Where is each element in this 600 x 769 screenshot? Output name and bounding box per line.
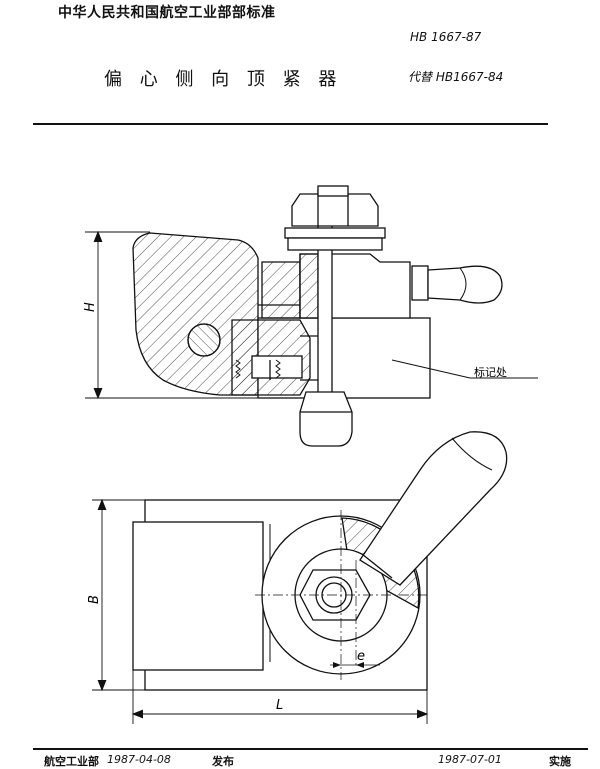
jaw-top	[132, 521, 264, 671]
header-rule	[33, 123, 548, 125]
dimension-l-label: L	[276, 698, 283, 713]
dimension-h	[85, 230, 258, 400]
dimension-b	[92, 498, 145, 692]
hex-nut	[291, 193, 379, 227]
washer-top	[284, 227, 386, 239]
washer-bottom	[287, 237, 383, 251]
footer-issue-date: 1987-04-08	[107, 753, 171, 766]
issuing-organization: 中华人民共和国航空工业部部标准	[58, 5, 276, 21]
marking-note: 标记处	[474, 365, 507, 379]
dimension-l	[131, 670, 429, 724]
dimension-h-label: H	[83, 302, 98, 312]
plan-view	[132, 431, 508, 691]
t-bolt-head	[299, 391, 353, 447]
document-title: 偏 心 侧 向 顶 紧 器	[104, 69, 343, 90]
standard-code: HB 1667-87	[410, 30, 482, 44]
lever-handle	[359, 431, 508, 586]
footer-rule	[33, 748, 588, 750]
footer-effective-date: 1987-07-01	[438, 753, 502, 766]
footer-implement-label: 实施	[549, 755, 571, 768]
spring-left	[235, 359, 241, 379]
front-section-view	[132, 185, 538, 447]
footer-issuer: 航空工业部	[44, 755, 99, 768]
eccentric-upper-left	[261, 261, 301, 319]
handle-knob	[427, 265, 503, 304]
spring-right	[275, 359, 281, 379]
dimension-b-label: B	[87, 595, 102, 604]
dimension-e-label: e	[357, 649, 365, 664]
bolt-tip	[317, 185, 349, 197]
replaces-note: 代替 HB1667-84	[408, 70, 504, 84]
footer-release-label: 发布	[212, 755, 234, 768]
